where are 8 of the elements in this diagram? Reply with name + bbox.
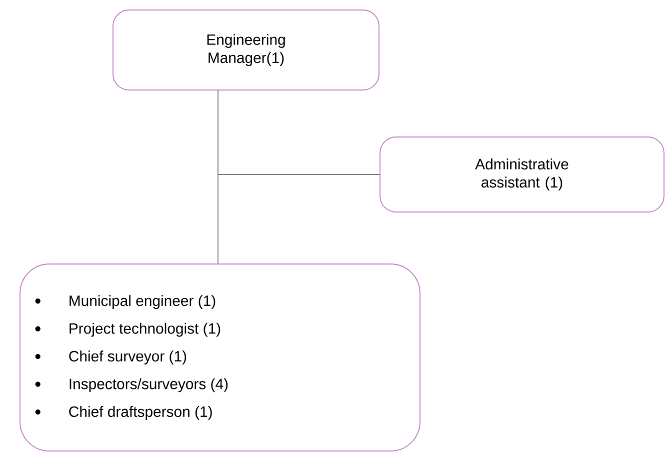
role-box: Administrative assistant (1) bbox=[380, 136, 664, 212]
list-item: Inspectors/surveyors (4) bbox=[70, 378, 228, 392]
role-box: Engineering Manager(1) bbox=[112, 10, 380, 90]
list-item: Chief draftsperson (1) bbox=[69, 406, 212, 420]
list-item: Project technologist (1) bbox=[70, 322, 220, 337]
list-item: Municipal engineer (1) bbox=[70, 295, 216, 309]
list-item: Chief surveyor (1) bbox=[69, 350, 186, 364]
group-box bbox=[20, 264, 420, 452]
